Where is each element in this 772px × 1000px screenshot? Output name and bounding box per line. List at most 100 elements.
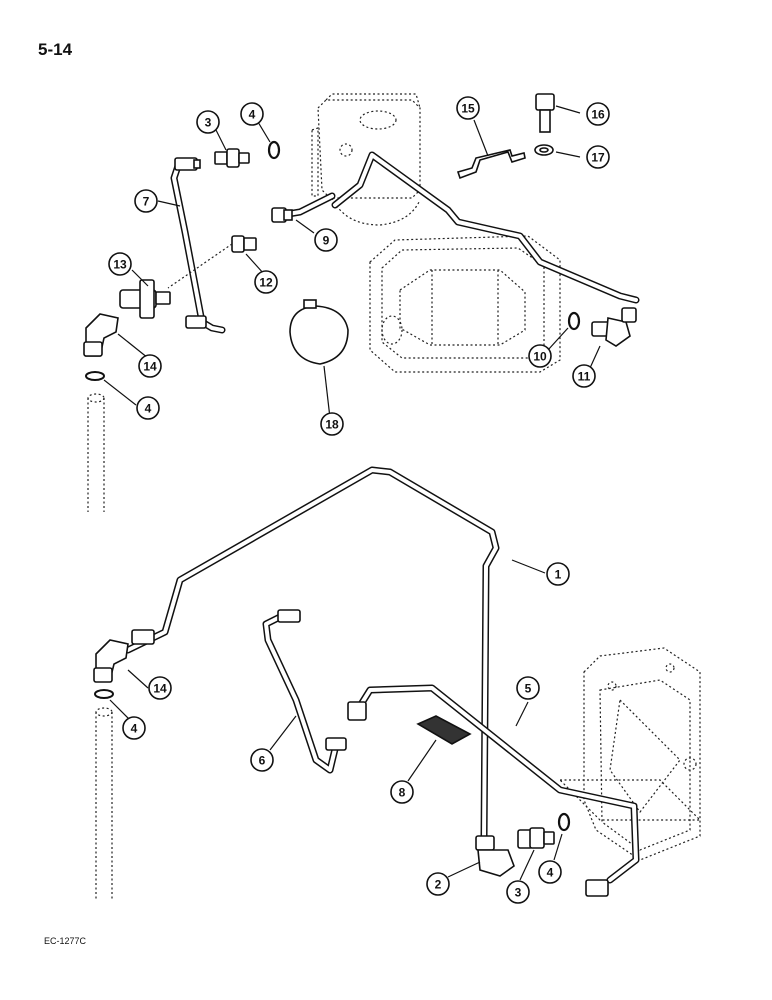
callout-circle (528, 344, 552, 368)
pipe-left-top (87, 393, 105, 512)
o-ring-4-bottom-right (557, 812, 571, 832)
callout-circle (196, 110, 220, 134)
callout-7: 7 (134, 189, 158, 213)
callout-5: 5 (516, 676, 540, 700)
callout-circle (138, 354, 162, 378)
callout-number: 18 (325, 418, 339, 432)
callout-circle (546, 562, 570, 586)
callout-number: 1 (555, 568, 562, 582)
callout-number: 17 (591, 151, 605, 165)
pipe-left-bottom (95, 707, 113, 900)
callout-circle (240, 102, 264, 126)
callout-number: 14 (143, 360, 157, 374)
sleeve-8 (416, 715, 472, 745)
fitting-5-bottom (585, 879, 609, 897)
elbow-11 (591, 307, 637, 347)
callout-18: 18 (320, 412, 344, 436)
callout-number: 11 (578, 370, 591, 384)
callout-circle (572, 364, 596, 388)
callout-circle (148, 676, 172, 700)
callout-circle (538, 860, 562, 884)
callout-16: 16 (586, 102, 610, 126)
callout-14: 14 (148, 676, 172, 700)
callout-number: 12 (259, 276, 273, 290)
callout-number: 10 (533, 350, 547, 364)
callout-10: 10 (528, 344, 552, 368)
callout-number: 9 (323, 234, 330, 248)
leader-lines (103, 105, 601, 881)
nut-9 (271, 207, 293, 223)
callout-circle (426, 872, 450, 896)
connector-12 (167, 235, 257, 289)
callout-15: 15 (456, 96, 480, 120)
callout-number: 7 (143, 195, 150, 209)
fitting-7-nut-top (174, 157, 201, 171)
callout-circle (586, 145, 610, 169)
callout-1: 1 (546, 562, 570, 586)
support-outline (558, 779, 702, 821)
callout-number: 16 (591, 108, 605, 122)
washer-17 (534, 144, 554, 156)
callout-4: 4 (240, 102, 264, 126)
valve-block-outline (311, 93, 421, 226)
callout-6: 6 (250, 748, 274, 772)
callout-17: 17 (586, 145, 610, 169)
callout-2: 2 (426, 872, 450, 896)
elbow-14-bottom (93, 639, 129, 683)
callout-circle (122, 716, 146, 740)
callout-circle (314, 228, 338, 252)
fitting-6-bottom (325, 737, 347, 751)
callout-number: 5 (525, 682, 532, 696)
callout-circle (254, 270, 278, 294)
callout-11: 11 (572, 364, 596, 388)
o-ring-4-top (267, 140, 281, 160)
callout-number: 6 (259, 754, 266, 768)
callout-4: 4 (136, 396, 160, 420)
callout-number: 4 (131, 722, 138, 736)
bolt-16 (535, 93, 555, 133)
callout-circle (320, 412, 344, 436)
callout-number: 4 (249, 108, 256, 122)
callout-number: 15 (461, 102, 475, 116)
fitting-5-top (347, 701, 367, 721)
figure-code: EC-1277C (44, 936, 87, 946)
callout-8: 8 (390, 780, 414, 804)
callout-circle (506, 880, 530, 904)
callout-circle (250, 748, 274, 772)
callout-circle (586, 102, 610, 126)
callout-3: 3 (506, 880, 530, 904)
callout-number: 3 (205, 116, 212, 130)
connector-3-top (214, 148, 250, 168)
callout-circle (516, 676, 540, 700)
o-ring-10 (567, 311, 581, 331)
callout-14: 14 (138, 354, 162, 378)
callout-circle (390, 780, 414, 804)
tee-13 (119, 279, 171, 319)
callout-number: 2 (435, 878, 442, 892)
callout-circle (134, 189, 158, 213)
callout-circle (456, 96, 480, 120)
elbow-14-top (83, 313, 119, 357)
fitting-6-top (277, 609, 301, 623)
callout-4: 4 (538, 860, 562, 884)
o-ring-4-bottom-left (94, 689, 114, 699)
fitting-1-left (131, 629, 155, 645)
callout-number: 14 (153, 682, 167, 696)
callout-number: 8 (399, 786, 406, 800)
callout-number: 13 (113, 258, 127, 272)
callout-3: 3 (196, 110, 220, 134)
callout-9: 9 (314, 228, 338, 252)
callout-4: 4 (122, 716, 146, 740)
elbow-2 (475, 835, 515, 877)
callout-circle (108, 252, 132, 276)
fitting-7-nut-bottom (185, 315, 207, 329)
callout-number: 4 (547, 866, 554, 880)
page-number: 5-14 (38, 40, 73, 59)
pump-outline (583, 647, 701, 861)
callout-number: 4 (145, 402, 152, 416)
o-ring-4-left (85, 371, 105, 381)
callout-number: 3 (515, 886, 522, 900)
callout-circle (136, 396, 160, 420)
callout-12: 12 (254, 270, 278, 294)
clamp-15 (456, 149, 526, 180)
